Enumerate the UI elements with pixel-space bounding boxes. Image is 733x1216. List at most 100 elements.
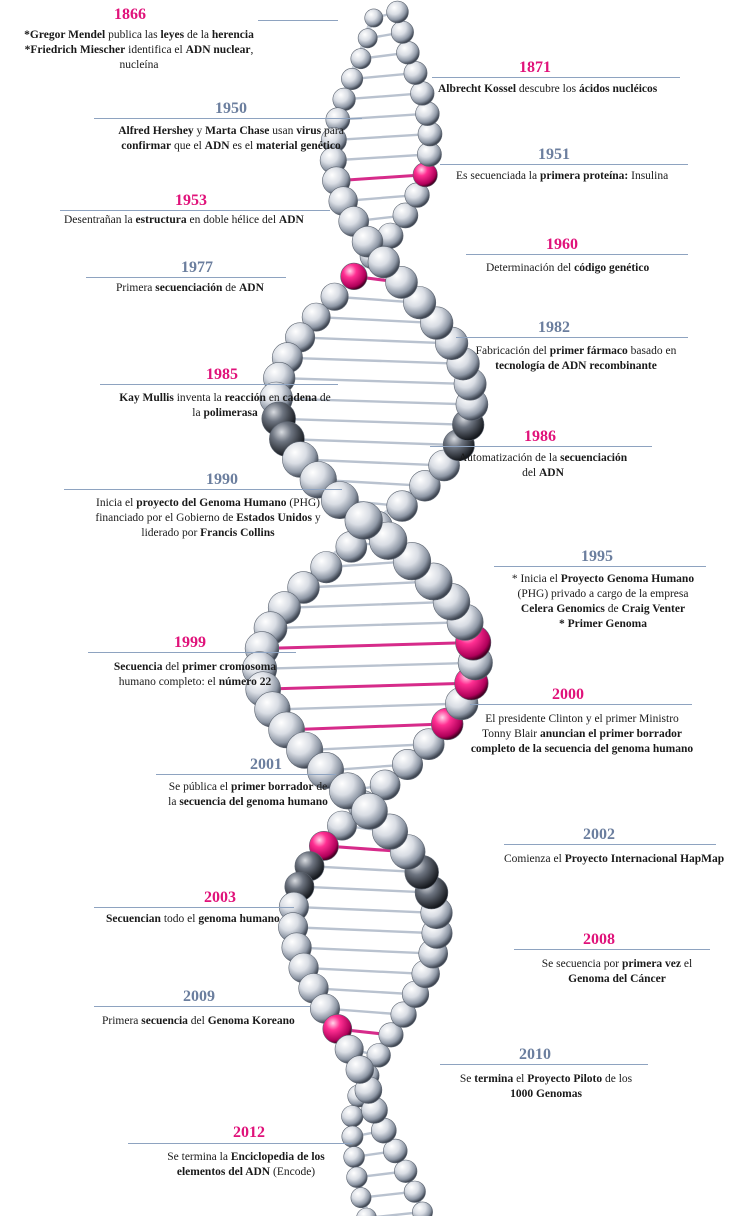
text-run: para <box>321 125 344 137</box>
text-bold-run: primer borrador <box>231 781 314 793</box>
text-line: Es secuenciada la primera proteína: Insu… <box>456 169 696 184</box>
helix-rung <box>272 704 461 710</box>
text-line: Tonny Blair anuncian el primer borrador <box>462 727 702 742</box>
text-run: Desentrañan la <box>64 214 136 226</box>
text-bold-run: estructura <box>136 214 187 226</box>
helix-bead <box>397 41 420 64</box>
helix-bead <box>387 1 409 23</box>
text-bold-run: * Primer Genoma <box>559 618 647 630</box>
helix-bead <box>404 61 427 84</box>
helix-rung <box>300 337 452 343</box>
year-1995: 1995 <box>581 548 613 566</box>
text-1953: Desentrañan la estructura en doble hélic… <box>64 213 334 228</box>
text-bold-run: ADN <box>279 214 304 226</box>
text-line: Primera secuenciación de ADN <box>116 281 286 296</box>
text-bold-run: confirmar <box>121 140 171 152</box>
helix-rung <box>262 643 473 649</box>
text-line: Fabricación del primer fármaco basado en <box>458 344 694 359</box>
text-bold-run: secuencia del genoma humano <box>179 796 328 808</box>
text-run: la <box>192 407 203 419</box>
rule-1985 <box>100 384 338 385</box>
helix-bead <box>351 49 371 69</box>
text-line: 1000 Genomas <box>446 1087 646 1102</box>
text-bold-run: anuncian el primer borrador <box>540 728 682 740</box>
helix-rung <box>284 602 451 608</box>
helix-bead <box>351 1188 371 1208</box>
text-line: humano completo: el número 22 <box>90 675 300 690</box>
text-line: Se pública el primer borrador de <box>158 780 338 795</box>
text-run: de la <box>184 29 212 41</box>
text-bold-run: Secuencian <box>106 913 161 925</box>
text-run: nucleína <box>120 59 159 71</box>
text-2003: Secuencian todo el genoma humano <box>106 912 296 927</box>
year-1977: 1977 <box>181 259 213 277</box>
text-bold-run: ADN <box>205 140 230 152</box>
text-bold-run: *Friedrich Miescher <box>25 44 126 56</box>
text-bold-run: número 22 <box>219 676 272 688</box>
text-run: inventa la <box>174 392 225 404</box>
text-line: financiado por el Gobierno de Estados Un… <box>70 511 346 526</box>
rule-1986 <box>430 446 652 447</box>
text-run: (Encode) <box>270 1166 315 1178</box>
rule-2009 <box>94 1006 310 1007</box>
text-1951: Es secuenciada la primera proteína: Insu… <box>456 169 696 184</box>
text-bold-run: Proyecto Internacional HapMap <box>565 853 725 865</box>
text-bold-run: secuencia <box>141 1015 188 1027</box>
text-2008: Se secuencia por primera vez elGenoma de… <box>522 957 712 987</box>
text-run: Automatización de la <box>459 452 560 464</box>
year-1951: 1951 <box>538 146 570 164</box>
text-run: Fabricación del <box>476 345 550 357</box>
year-2002: 2002 <box>583 826 615 844</box>
text-run: Se secuencia por <box>542 958 622 970</box>
text-bold-run: secuenciación <box>560 452 627 464</box>
year-1990: 1990 <box>206 471 238 489</box>
year-2000: 2000 <box>552 686 584 704</box>
text-2000: El presidente Clinton y el primer Minist… <box>462 712 702 757</box>
text-line: Desentrañan la estructura en doble hélic… <box>64 213 334 228</box>
text-bold-run: ADN nuclear <box>186 44 251 56</box>
text-1871: Albrecht Kossel descubre los ácidos nucl… <box>438 82 683 97</box>
year-1999: 1999 <box>174 634 206 652</box>
rule-2008 <box>514 949 710 950</box>
text-run: y <box>194 125 206 137</box>
text-line: la polimerasa <box>104 406 346 421</box>
text-bold-run: Genoma Koreano <box>208 1015 295 1027</box>
text-run: el <box>681 958 692 970</box>
text-1982: Fabricación del primer fármaco basado en… <box>458 344 694 374</box>
text-bold-run: reacción <box>225 392 266 404</box>
rule-2000 <box>470 704 692 705</box>
text-run: basado en <box>628 345 677 357</box>
text-run: y <box>312 512 321 524</box>
text-line: liderado por Francis Collins <box>70 526 346 541</box>
text-1950: Alfred Hershey y Marta Chase usan virus … <box>100 124 362 154</box>
text-bold-run: herencia <box>212 29 254 41</box>
helix-bead <box>342 1106 364 1128</box>
text-run: Insulina <box>628 170 668 182</box>
text-run: Es secuenciada la <box>456 170 540 182</box>
rule-2001 <box>156 774 336 775</box>
text-line: nucleína <box>4 58 274 73</box>
text-run: Se <box>460 1073 474 1085</box>
text-run: El presidente Clinton y el primer Minist… <box>485 713 679 725</box>
helix-bead <box>346 1056 374 1084</box>
text-line: (PHG) privado a cargo de la empresa <box>498 587 708 602</box>
rule-1995 <box>494 566 706 567</box>
year-1985: 1985 <box>206 366 238 384</box>
text-bold-run: genoma humano <box>198 913 279 925</box>
text-bold-run: Enciclopedia de los <box>231 1151 325 1163</box>
helix-bead <box>411 82 435 106</box>
year-1866: 1866 <box>114 6 146 24</box>
text-line: Celera Genomics de Craig Venter <box>498 602 708 617</box>
text-run: Determinación del <box>486 262 574 274</box>
text-line: Secuencia del primer cromosoma <box>90 660 300 675</box>
text-bold-run: Marta Chase <box>205 125 269 137</box>
text-line: Primera secuencia del Genoma Koreano <box>102 1014 312 1029</box>
rule-1990 <box>64 489 342 490</box>
text-bold-run: ADN <box>239 282 264 294</box>
text-run: que el <box>171 140 205 152</box>
text-bold-run: Genoma del Cáncer <box>568 973 666 985</box>
helix-rung <box>287 358 463 364</box>
year-2010: 2010 <box>519 1046 551 1064</box>
helix-bead <box>394 1160 417 1183</box>
